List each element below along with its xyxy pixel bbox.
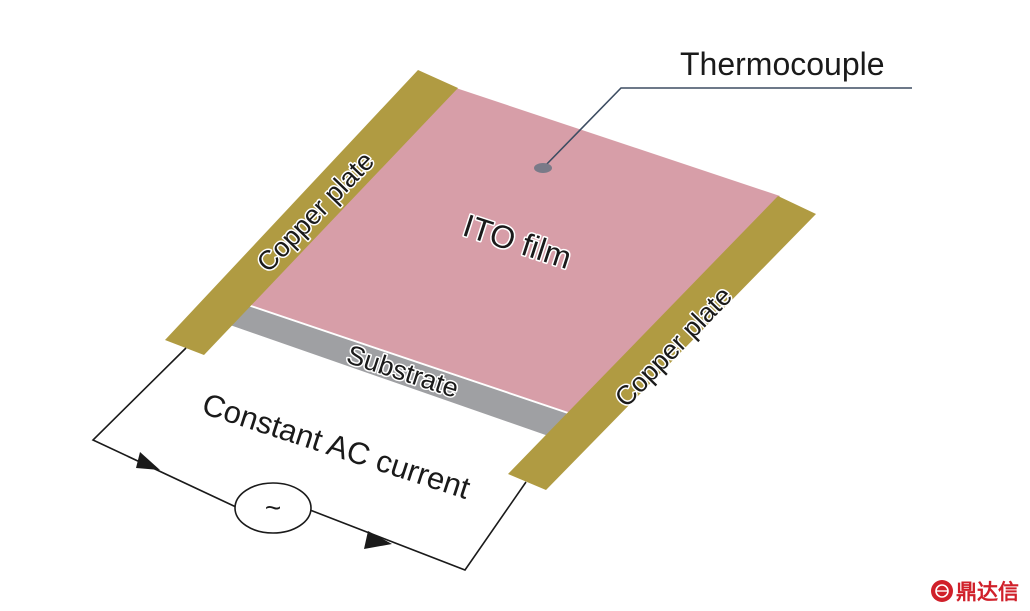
ac-source-circle: [234, 482, 312, 534]
thermocouple-point: [534, 163, 552, 173]
thermocouple-leader-line: [542, 87, 912, 169]
thermocouple-label: Thermocouple: [680, 46, 885, 82]
copper-plate-right: [508, 196, 816, 490]
circuit-wire-left: [91, 347, 237, 508]
current-arrow-right: [364, 531, 392, 549]
ac-source-symbol: ~: [265, 492, 281, 523]
watermark-logo: 鼎达信: [931, 580, 1019, 604]
current-label: Constant AC current: [198, 386, 475, 506]
circuit-wire-right: [309, 481, 527, 571]
substrate-slab: [230, 306, 580, 440]
copper-plate-left: [165, 70, 458, 355]
watermark-text: 鼎达信: [956, 580, 1019, 604]
current-arrow-left: [136, 452, 160, 470]
